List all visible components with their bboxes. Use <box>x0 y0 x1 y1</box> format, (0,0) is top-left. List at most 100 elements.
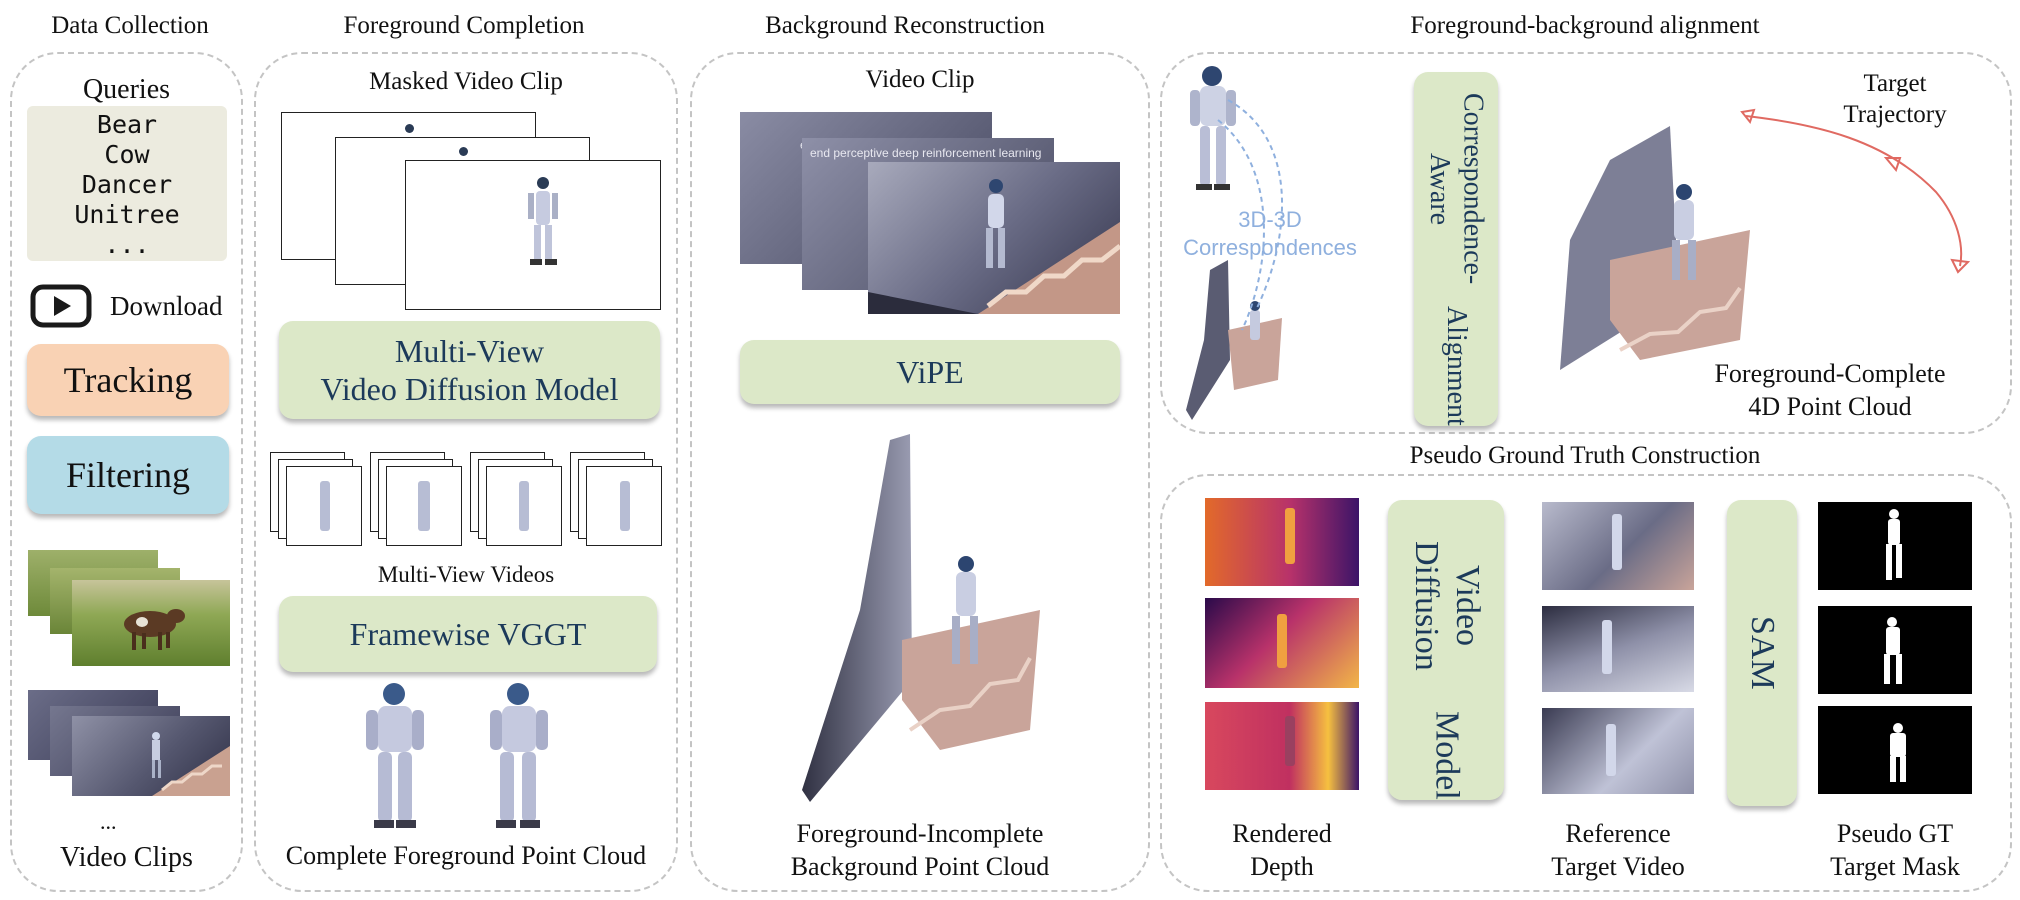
mv-stack3-front <box>486 466 562 546</box>
video-clips-label: Video Clips <box>60 842 193 873</box>
alignment-panel <box>1160 52 2012 434</box>
mv-stack2-front <box>386 466 462 546</box>
corr-line2: Correspondences <box>1183 234 1357 260</box>
query-item: ... <box>104 230 150 259</box>
query-item: Unitree <box>74 200 180 229</box>
download-label: Download <box>110 291 223 321</box>
ref-frame-2 <box>1542 606 1694 692</box>
pseudo-gt-mask-label: Pseudo GT Target Mask <box>1800 818 1990 883</box>
vdm-line2: Model <box>1428 711 1466 800</box>
bg-output-line1: Foreground-Incomplete <box>796 819 1044 848</box>
aligned-line1: Foreground-Complete <box>1714 359 1946 388</box>
depth-line1: Rendered <box>1232 819 1332 848</box>
mask-silhouette <box>1890 723 1906 782</box>
bg-pointcloud <box>802 434 1040 802</box>
target-line2: Trajectory <box>1843 101 1947 129</box>
align-line1: Correspondence-Aware <box>1424 93 1489 285</box>
mask-frame-1 <box>1818 502 1972 590</box>
correspondence-label: 3D-3D Correspondences <box>1180 206 1360 261</box>
pseudo-gt-title: Pseudo Ground Truth Construction <box>1409 442 1761 469</box>
queries-box: Bear Cow Dancer Unitree ... <box>27 106 227 261</box>
align-line2: Alignment <box>1440 306 1472 426</box>
depth-robot <box>1285 716 1295 766</box>
filtering-box: Filtering <box>27 436 229 514</box>
ref-robot <box>1612 514 1622 570</box>
mask-line2: Target Mask <box>1830 851 1960 881</box>
robot-clip-front <box>72 716 230 796</box>
masked-clip-label: Masked Video Clip <box>369 68 563 95</box>
mask-frame-2 <box>1818 606 1972 694</box>
aligned-output-label: Foreground-Complete 4D Point Cloud <box>1690 358 1970 423</box>
foreground-completion-title: Foreground Completion <box>343 12 585 39</box>
play-icon <box>30 284 92 328</box>
depth-frame-3 <box>1205 702 1359 790</box>
vdm-line1: Video Diffusion <box>1408 540 1486 671</box>
tracking-label: Tracking <box>63 360 193 400</box>
masked-robot-head-back <box>405 124 414 133</box>
mask-silhouette <box>1886 509 1902 580</box>
vggt-box: Framewise VGGT <box>279 596 657 672</box>
mv-stack4-front <box>586 466 662 546</box>
sam-label: SAM <box>1744 616 1781 690</box>
mvdm-line1: Multi-View <box>394 332 545 369</box>
foreground-completion-panel <box>254 52 678 892</box>
ref-robot <box>1602 620 1612 674</box>
target-trajectory-label: Target Trajectory <box>1820 68 1970 131</box>
ref-line2: Target Video <box>1551 851 1685 881</box>
data-collection-panel <box>10 52 243 892</box>
correspondence-alignment-box: Correspondence-Aware Alignment <box>1414 72 1498 426</box>
mv-robot <box>320 481 330 531</box>
masked-robot-head-mid <box>459 147 468 156</box>
queries-label: Queries <box>82 74 171 105</box>
clips-ellipsis: ... <box>100 809 117 834</box>
ref-robot <box>1606 724 1616 776</box>
mv-robot <box>620 481 630 531</box>
vggt-label: Framewise VGGT <box>349 615 587 652</box>
mask-line1: Pseudo GT <box>1836 819 1954 848</box>
depth-line2: Depth <box>1250 851 1314 881</box>
bg-clip-front <box>868 162 1120 314</box>
depth-robot <box>1285 508 1295 564</box>
corr-line1: 3D-3D <box>1238 207 1302 232</box>
ref-frame-3 <box>1542 708 1694 794</box>
alignment-title: Foreground-background alignment <box>1410 12 1760 39</box>
alignment-scene <box>1186 66 1284 420</box>
tracking-box: Tracking <box>27 344 229 416</box>
sam-box: SAM <box>1727 500 1797 806</box>
video-clip-label: Video Clip <box>865 66 975 93</box>
aligned-line2: 4D Point Cloud <box>1748 391 1912 421</box>
pseudo-gt-panel <box>1160 474 2012 892</box>
depth-frame-2 <box>1205 598 1359 688</box>
filtering-label: Filtering <box>66 455 190 495</box>
masked-frame-front <box>405 160 661 310</box>
mv-robot <box>519 481 529 531</box>
video-diffusion-box: Video Diffusion Model <box>1388 500 1504 800</box>
depth-frame-1 <box>1205 498 1359 586</box>
query-item: Cow <box>104 140 150 169</box>
vipe-label: ViPE <box>896 353 964 390</box>
ref-frame-1 <box>1542 502 1694 590</box>
vipe-box: ViPE <box>740 340 1120 404</box>
query-item: Bear <box>96 110 158 139</box>
aligned-pointcloud <box>1560 126 1750 370</box>
rendered-depth-label: Rendered Depth <box>1190 818 1374 883</box>
mv-robot <box>418 481 430 531</box>
masked-robot <box>528 177 558 265</box>
mvdm-line2: Video Diffusion Model <box>320 371 619 407</box>
target-line1: Target <box>1863 70 1927 97</box>
mask-frame-3 <box>1818 706 1972 794</box>
fg-pointcloud-label: Complete Foreground Point Cloud <box>285 841 647 870</box>
bg-pointcloud-label: Foreground-Incomplete Background Point C… <box>690 818 1150 883</box>
mask-silhouette <box>1884 617 1902 684</box>
reference-video-label: Reference Target Video <box>1528 818 1708 883</box>
cow-clip-front <box>72 580 230 666</box>
bg-stairs-image <box>868 179 1120 314</box>
mv-stack1-front <box>286 466 362 546</box>
depth-robot <box>1277 614 1287 668</box>
query-item: Dancer <box>81 170 173 199</box>
background-reconstruction-title: Background Reconstruction <box>765 12 1045 39</box>
background-reconstruction-panel <box>690 52 1150 892</box>
multiview-videos-label: Multi-View Videos <box>377 562 555 587</box>
bg-output-line2: Background Point Cloud <box>790 851 1050 881</box>
overlay-text: end perceptive deep reinforcement learni… <box>810 146 1042 160</box>
